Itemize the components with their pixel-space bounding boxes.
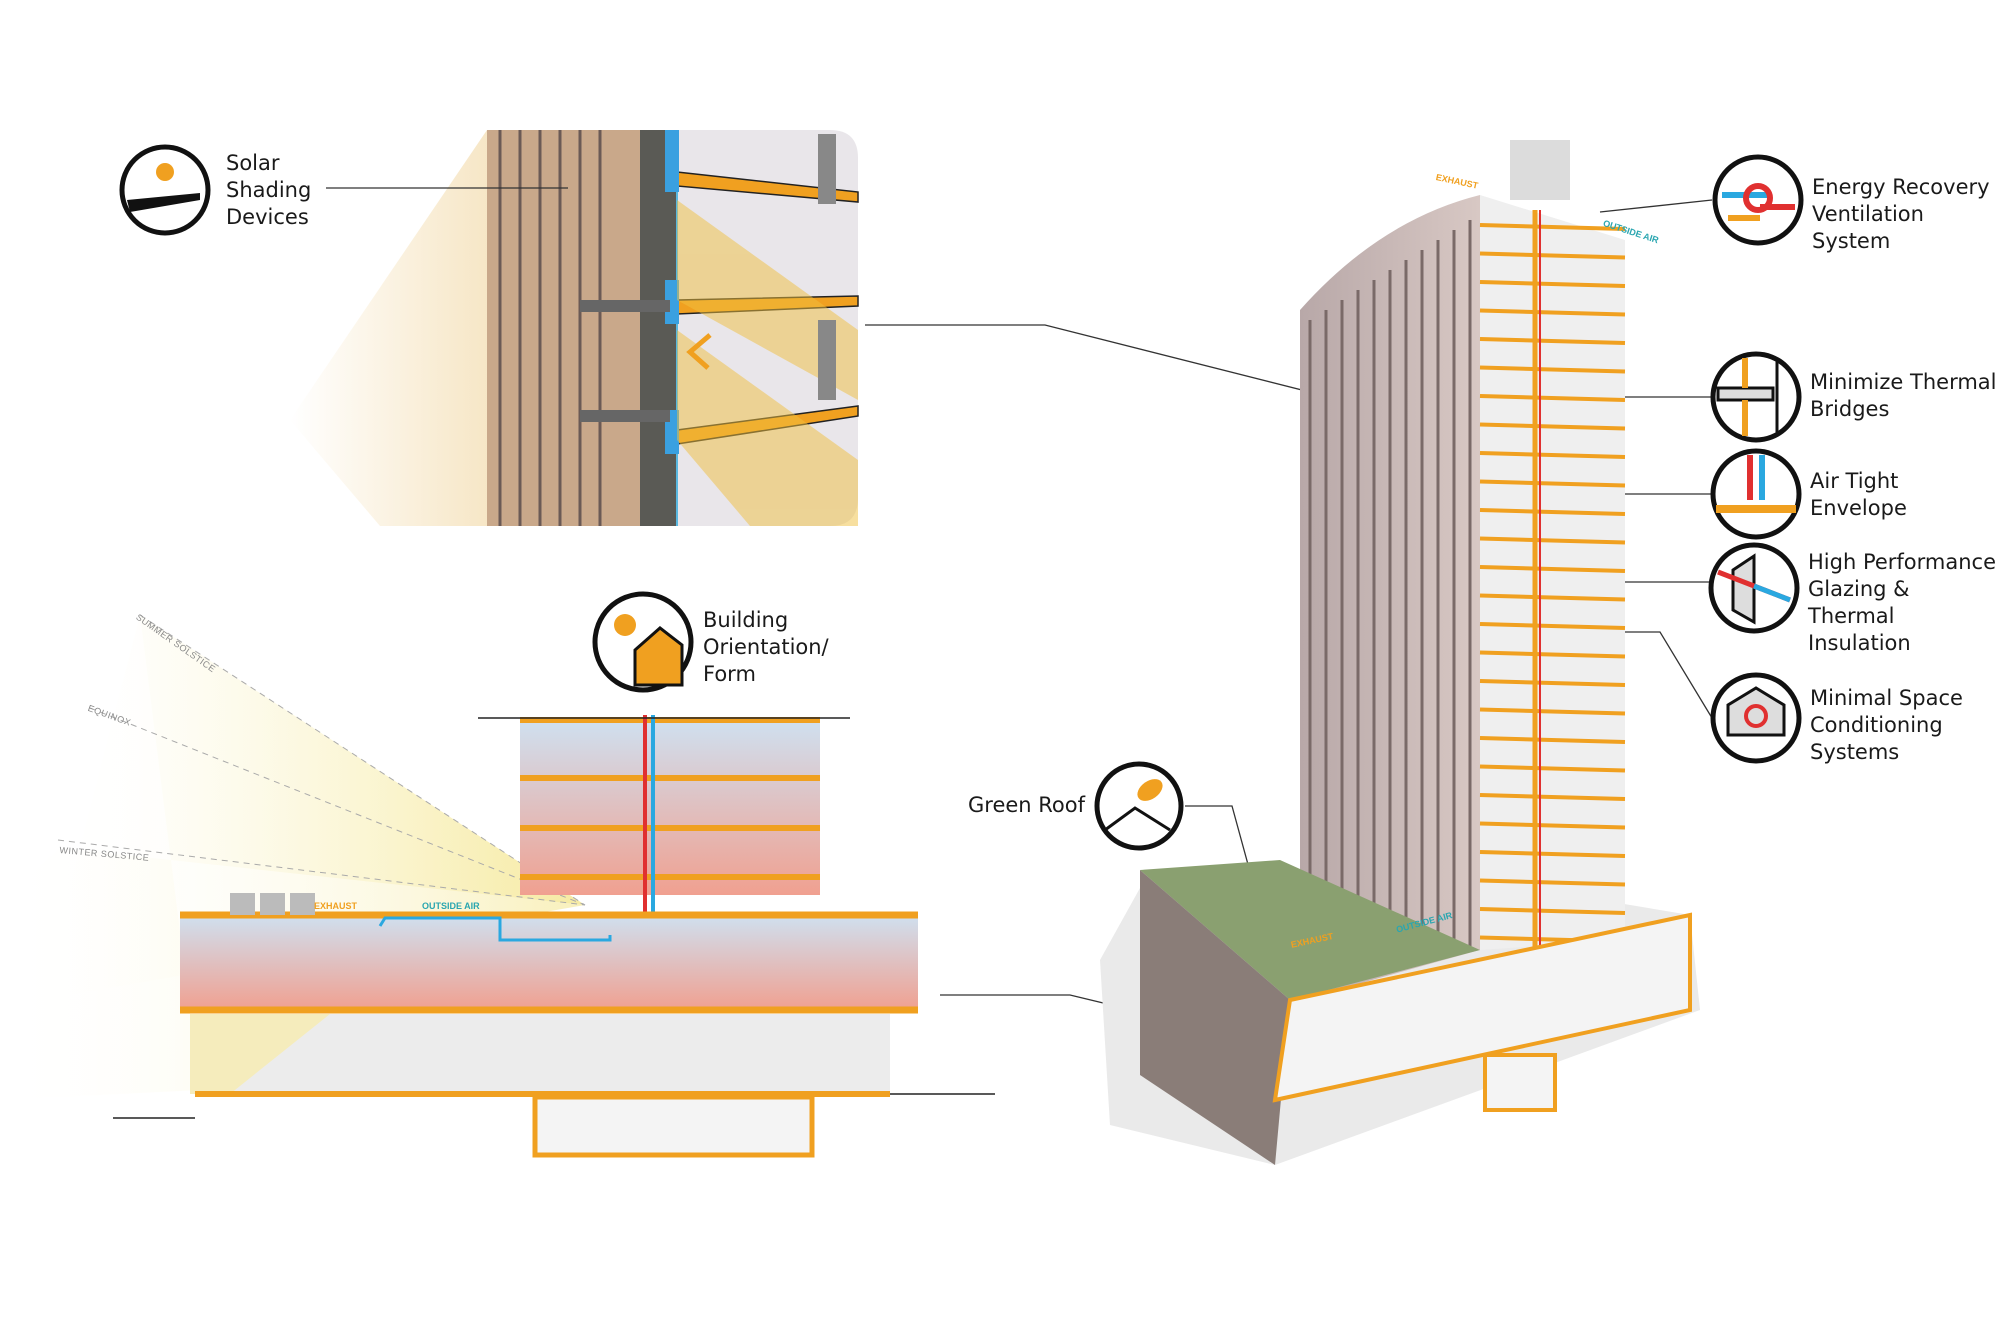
floor-slab [1479, 650, 1626, 659]
floor-slab [1479, 593, 1626, 602]
floor-slab [1479, 251, 1626, 260]
floor-slab [1479, 878, 1626, 887]
floor-slab [1479, 422, 1626, 431]
glazing-label: High Performance Glazing & Thermal Insul… [1808, 550, 1997, 655]
floor-slab [1479, 793, 1626, 801]
facade-detail-inset [290, 130, 859, 526]
solar-shading-label: Solar Shading Devices [226, 151, 312, 229]
leaf-icon [1094, 761, 1184, 851]
section-exhaust-label: EXHAUST [314, 901, 358, 911]
floor-slab [1479, 451, 1626, 459]
floor-slab [1479, 280, 1626, 288]
floor-slab [1479, 821, 1626, 830]
solar-shading-icon [119, 144, 211, 236]
green-roof-label: Green Roof [968, 793, 1086, 817]
floor-slab [1479, 565, 1626, 573]
floor-slab [1479, 223, 1626, 231]
space-conditioning-icon [1710, 672, 1802, 764]
floor-slab [1479, 707, 1626, 716]
floor-slab [1479, 308, 1626, 317]
space-conditioning-label: Minimal Space Conditioning Systems [1810, 686, 1963, 764]
glazing-icon [1708, 542, 1800, 634]
building-section [113, 715, 995, 1158]
floor-slab [1479, 337, 1626, 345]
orientation-icon [592, 591, 694, 693]
air-tight-label: Air Tight Envelope [1810, 469, 1907, 520]
orientation-label: Building Orientation/ Form [703, 608, 829, 686]
floor-slab [1479, 850, 1626, 858]
floor-slab [1479, 536, 1626, 545]
floor-slab [1479, 622, 1626, 630]
thermal-bridges-label: Minimize Thermal Bridges [1810, 370, 1997, 421]
floor-slab [1479, 394, 1626, 402]
section-outside-air-label: OUTSIDE AIR [422, 901, 480, 911]
erv-label: Energy Recovery Ventilation System [1812, 175, 1990, 253]
floor-slab [1479, 764, 1626, 773]
tower-axonometric [1100, 140, 1700, 1165]
sun-angle-rays [0, 614, 586, 1100]
floor-slab [1479, 736, 1626, 744]
energy-recovery-icon [1712, 154, 1804, 246]
thermal-bridge-icon [1710, 351, 1802, 443]
floor-slab [1479, 479, 1626, 488]
floor-slab [1479, 508, 1626, 516]
air-tight-icon [1710, 448, 1802, 540]
floor-slab [1479, 907, 1626, 915]
floor-slab [1479, 679, 1626, 687]
floor-slab [1479, 365, 1626, 374]
